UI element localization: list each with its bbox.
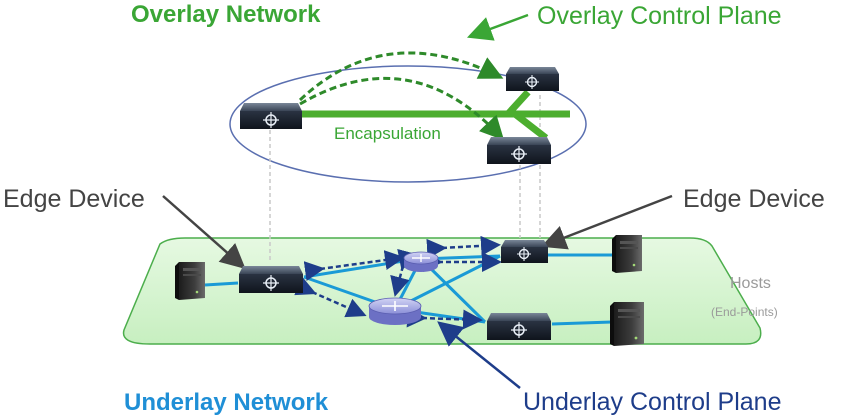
end-points-label: (End-Points): [711, 305, 778, 319]
edge-device-right-pointer: [541, 194, 673, 250]
switch-icon: [240, 103, 302, 129]
overlay-cp-pointer: [466, 13, 529, 41]
switch-icon: [487, 313, 551, 340]
overlay-control-arcs: [298, 51, 505, 141]
router-icon: [403, 251, 439, 272]
overlay-network-title: Overlay Network: [131, 1, 321, 28]
switch-icon: [501, 240, 548, 263]
switch-icon: [239, 266, 303, 293]
edge-device-right-label: Edge Device: [683, 185, 825, 213]
underlay-control-plane-label: Underlay Control Plane: [523, 388, 782, 416]
underlay-plane: [122, 237, 762, 345]
overlay-control-plane-label: Overlay Control Plane: [537, 2, 782, 30]
edge-device-left-label: Edge Device: [3, 185, 145, 213]
edge-device-left-pointer: [162, 195, 246, 269]
hosts-label: Hosts: [730, 275, 771, 292]
projection-lines: [269, 95, 541, 262]
switch-icon: [506, 67, 559, 91]
underlay-network-title: Underlay Network: [124, 389, 329, 416]
server-icon: [612, 235, 642, 273]
underlay-control-arrows: [294, 235, 502, 330]
switch-icon: [487, 137, 551, 164]
encapsulation-tunnel: [298, 89, 570, 141]
encapsulation-label: Encapsulation: [334, 124, 441, 143]
server-icon: [175, 262, 205, 300]
server-icon: [610, 302, 644, 346]
router-icon: [368, 297, 422, 325]
underlay-cp-pointer: [437, 321, 521, 389]
